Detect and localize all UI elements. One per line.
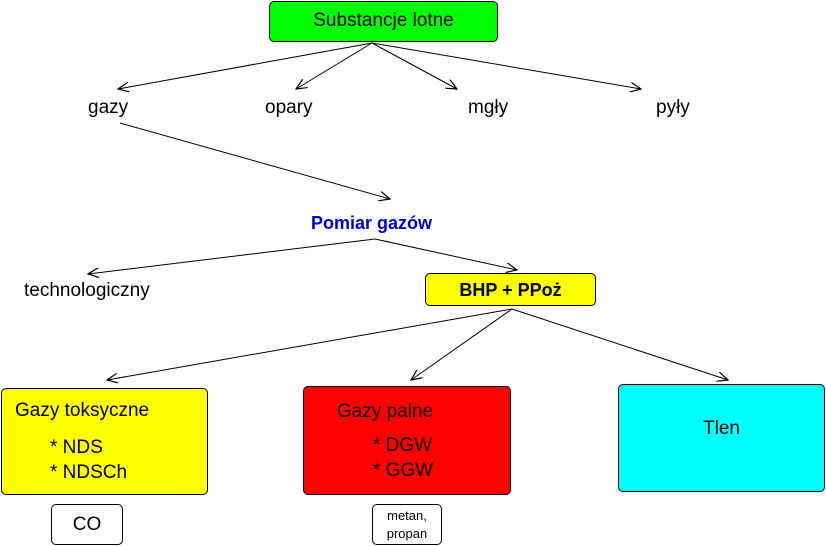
- category-mgly: mgły: [468, 97, 509, 118]
- arrow-root-to-pyly: [371, 42, 641, 89]
- flammable-example-metan: metan,: [387, 508, 427, 523]
- flammable-example-propan: propan: [386, 526, 428, 541]
- category-gazy: gazy: [88, 97, 129, 118]
- arrow-root-to-gazy: [118, 42, 373, 89]
- arrow-bhp-to-flammable: [411, 308, 513, 380]
- root-node: Substancje lotne: [269, 1, 498, 42]
- flammable-gases-item-ggw: * GGW: [373, 460, 434, 481]
- arrow-root-to-opary: [296, 42, 373, 89]
- toxic-gases-item-nds: * NDS: [50, 437, 103, 458]
- co-node-label: CO: [72, 514, 102, 535]
- technological-label: technologiczny: [24, 280, 150, 301]
- arrow-pomiar-to-technologiczny: [88, 238, 376, 274]
- measurement-label: Pomiar gazów: [311, 213, 433, 233]
- toxic-gases-node: Gazy toksyczne * NDS * NDSCh: [1, 388, 208, 495]
- oxygen-node-label: Tlen: [703, 418, 740, 439]
- co-node: CO: [51, 504, 123, 545]
- arrow-gazy-to-pomiar: [119, 122, 390, 199]
- toxic-gases-title: Gazy toksyczne: [15, 400, 150, 421]
- arrow-bhp-to-oxygen: [511, 308, 728, 380]
- category-pyly: pyły: [656, 97, 690, 118]
- flammable-examples-node: metan, propan: [372, 504, 442, 545]
- oxygen-node: Tlen: [618, 384, 825, 492]
- flammable-gases-item-dgw: * DGW: [373, 435, 433, 456]
- bhp-node-label: BHP + PPoż: [459, 280, 562, 300]
- category-opary: opary: [265, 97, 313, 118]
- flammable-gases-title: Gazy palne: [337, 401, 434, 422]
- toxic-gases-item-ndsch: * NDSCh: [50, 462, 128, 483]
- arrow-pomiar-to-bhp: [374, 238, 517, 270]
- bhp-node: BHP + PPoż: [425, 273, 596, 306]
- arrow-bhp-to-toxic: [107, 308, 513, 380]
- flammable-gases-node: Gazy palne * DGW * GGW: [303, 386, 511, 495]
- arrow-root-to-mgly: [371, 42, 457, 89]
- root-node-label: Substancje lotne: [313, 10, 454, 31]
